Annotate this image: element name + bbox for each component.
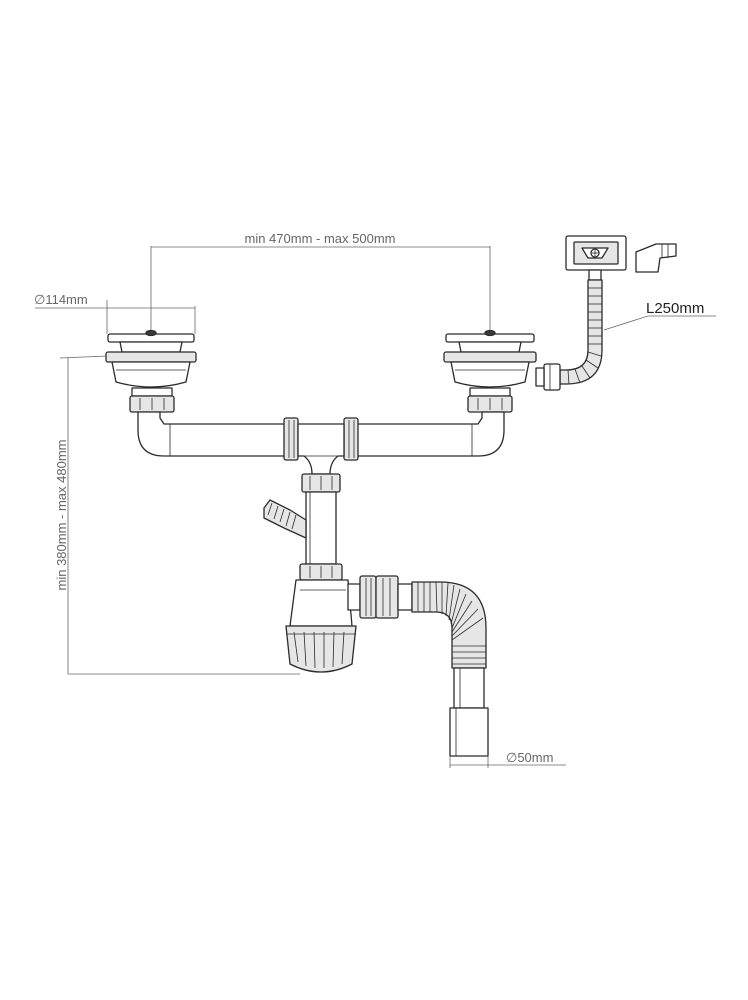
height-dimension-label: min 380mm - max 480mm (54, 440, 69, 591)
width-dimension: min 470mm - max 500mm (150, 231, 491, 333)
connecting-pipe (137, 411, 505, 475)
width-dimension-label: min 470mm - max 500mm (245, 231, 396, 246)
outlet-connector (347, 575, 413, 619)
outlet-diameter-label: ∅50mm (506, 750, 553, 765)
overflow-hose-ribs (567, 287, 602, 385)
flexible-outlet-hose (411, 581, 489, 757)
left-strainer (105, 329, 197, 413)
strainer-diameter-dimension: ∅114mm (34, 292, 196, 334)
vertical-riser (263, 473, 343, 581)
overflow-hose-length-label: L250mm (646, 300, 704, 317)
strainer-diameter-label: ∅114mm (34, 292, 88, 307)
bottle-trap (285, 579, 357, 673)
overflow-assembly: L250mm (535, 235, 716, 391)
height-dimension: min 380mm - max 480mm (54, 355, 300, 675)
right-strainer (443, 329, 537, 413)
outlet-hose-ribs (417, 581, 486, 665)
outlet-diameter-dimension: ∅50mm (449, 750, 566, 768)
